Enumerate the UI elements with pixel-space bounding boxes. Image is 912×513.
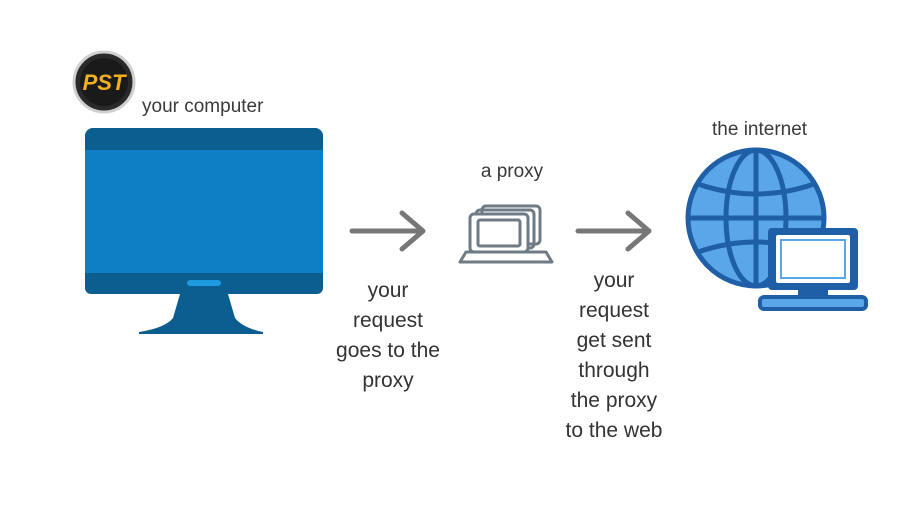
arrow-to-proxy-icon [349,210,430,252]
internet-globe-icon [682,146,874,316]
caption-step1-line: your [367,279,409,302]
caption-step2: your request get sent through the proxy … [544,266,684,446]
computer-label: your computer [142,96,264,117]
internet-label: the internet [712,119,808,140]
caption-step2-line: to the web [565,419,663,442]
caption-step2-line: your [593,269,635,292]
proxy-label: a proxy [480,161,544,182]
logo-badge: PST [70,50,140,114]
proxy-laptop-icon [456,196,556,266]
caption-step2-line: through [578,359,650,382]
caption-step1-line: proxy [362,369,414,392]
logo-text: PST [83,70,127,95]
pst-logo-icon: PST [72,50,136,114]
arrow-to-internet-icon [575,210,656,252]
caption-step2-line: request [578,299,650,322]
caption-step1-line: goes to the [336,339,440,362]
caption-step1-line: request [352,309,424,332]
caption-step2-line: get sent [576,329,652,352]
caption-step1: your request goes to the proxy [318,276,458,396]
caption-step2-line: the proxy [570,389,658,412]
computer-monitor-icon [85,128,325,336]
